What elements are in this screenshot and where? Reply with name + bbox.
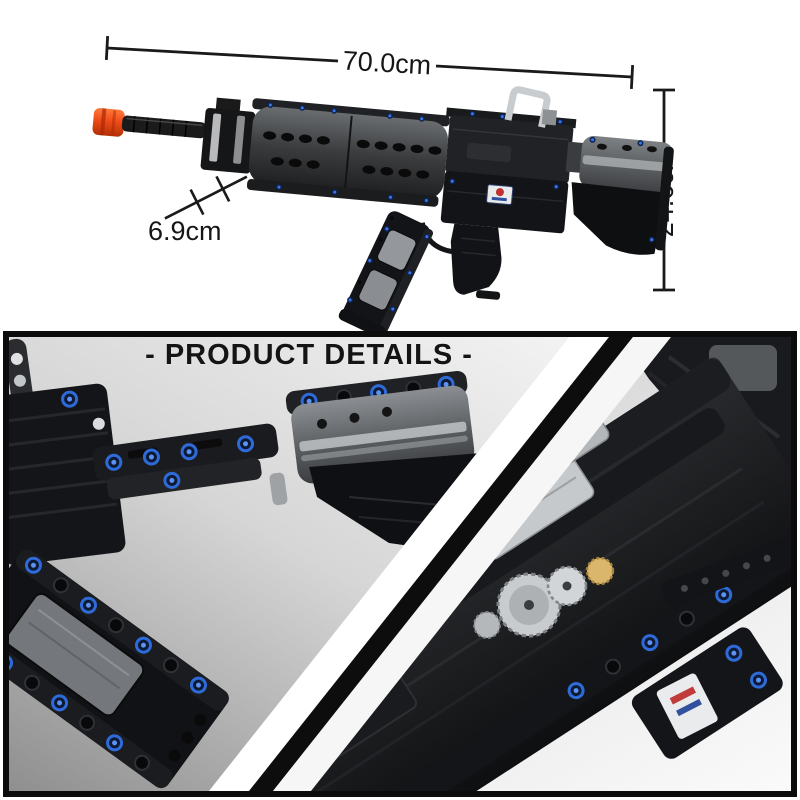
product-details-title: - PRODUCT DETAILS - [145, 339, 473, 371]
pistol-grip [450, 223, 502, 300]
handguard [246, 98, 450, 207]
product-details-photos [9, 337, 791, 791]
product-details-panel: - PRODUCT DETAILS - [3, 331, 797, 797]
dimension-length-label: 70.0cm [342, 46, 432, 81]
magazine [338, 211, 434, 333]
carry-handle [504, 86, 551, 128]
dimension-length [104, 35, 635, 90]
receiver [440, 86, 577, 234]
brand-badge [486, 184, 514, 206]
stock [565, 135, 674, 255]
rifle-photo [92, 86, 674, 333]
dimension-width [164, 175, 248, 220]
detail-magwell [631, 627, 783, 759]
dimension-width-label: 6.9cm [148, 216, 222, 246]
diagonal-divider [209, 337, 671, 791]
barrel [121, 115, 207, 139]
front-sight [200, 97, 256, 174]
gear-cluster [473, 556, 615, 639]
dimension-diagram-svg: 70.0cm 24.6cm 6.9cm [92, 35, 679, 333]
dimension-diagram: 70.0cm 24.6cm 6.9cm [0, 0, 800, 333]
muzzle-tip [92, 108, 125, 137]
